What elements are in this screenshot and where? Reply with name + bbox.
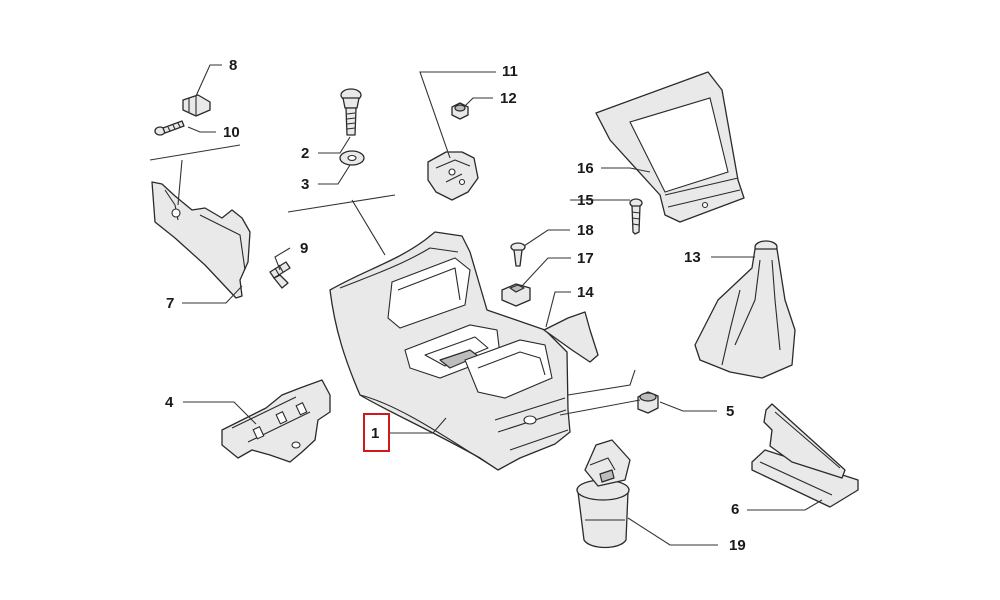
callout-16[interactable]: 16: [577, 160, 594, 177]
callout-7[interactable]: 7: [166, 295, 174, 312]
part-display-bezel[interactable]: [595, 71, 745, 223]
part-bolt[interactable]: [340, 88, 362, 136]
part-screw-2[interactable]: [629, 198, 643, 235]
part-nut[interactable]: [637, 391, 659, 414]
part-ashtray-cup[interactable]: [576, 439, 631, 549]
callout-4[interactable]: 4: [165, 394, 174, 411]
part-gear-lever-boot[interactable]: [694, 240, 796, 379]
part-gear-lever-base[interactable]: [751, 403, 859, 508]
callout-1[interactable]: 1: [371, 425, 379, 442]
callout-2[interactable]: 2: [301, 145, 309, 162]
part-mounting-bracket[interactable]: [221, 379, 331, 463]
part-square-clip[interactable]: [501, 283, 531, 307]
part-center-console[interactable]: [329, 231, 571, 471]
callout-18[interactable]: 18: [577, 222, 594, 239]
part-side-trim-panel[interactable]: [151, 181, 251, 299]
part-clip[interactable]: [182, 94, 211, 117]
part-cover-panel[interactable]: [543, 311, 599, 363]
callout-10[interactable]: 10: [223, 124, 240, 141]
callout-15[interactable]: 15: [577, 192, 594, 209]
callout-6[interactable]: 6: [731, 501, 739, 518]
leader-lines: [149, 64, 823, 546]
callout-3[interactable]: 3: [301, 176, 309, 193]
callout-14[interactable]: 14: [577, 284, 594, 301]
callout-5[interactable]: 5: [726, 403, 734, 420]
part-screw-3[interactable]: [510, 242, 526, 267]
part-clip-bracket[interactable]: [427, 151, 479, 201]
part-screw[interactable]: [154, 120, 185, 136]
callout-11[interactable]: 11: [502, 63, 518, 80]
part-washer[interactable]: [339, 150, 365, 166]
callout-17[interactable]: 17: [577, 250, 594, 267]
callout-labels: 1 2 3 4 5 6 7 8 9 10 11 12 13 14 15 16 1…: [165, 57, 746, 554]
callout-13[interactable]: 13: [684, 249, 701, 266]
callout-8[interactable]: 8: [229, 57, 237, 74]
callout-9[interactable]: 9: [300, 240, 308, 257]
callout-12[interactable]: 12: [500, 90, 517, 107]
callout-highlight-box: [363, 413, 390, 452]
callout-19[interactable]: 19: [729, 537, 746, 554]
part-hex-bolt[interactable]: [269, 261, 291, 289]
